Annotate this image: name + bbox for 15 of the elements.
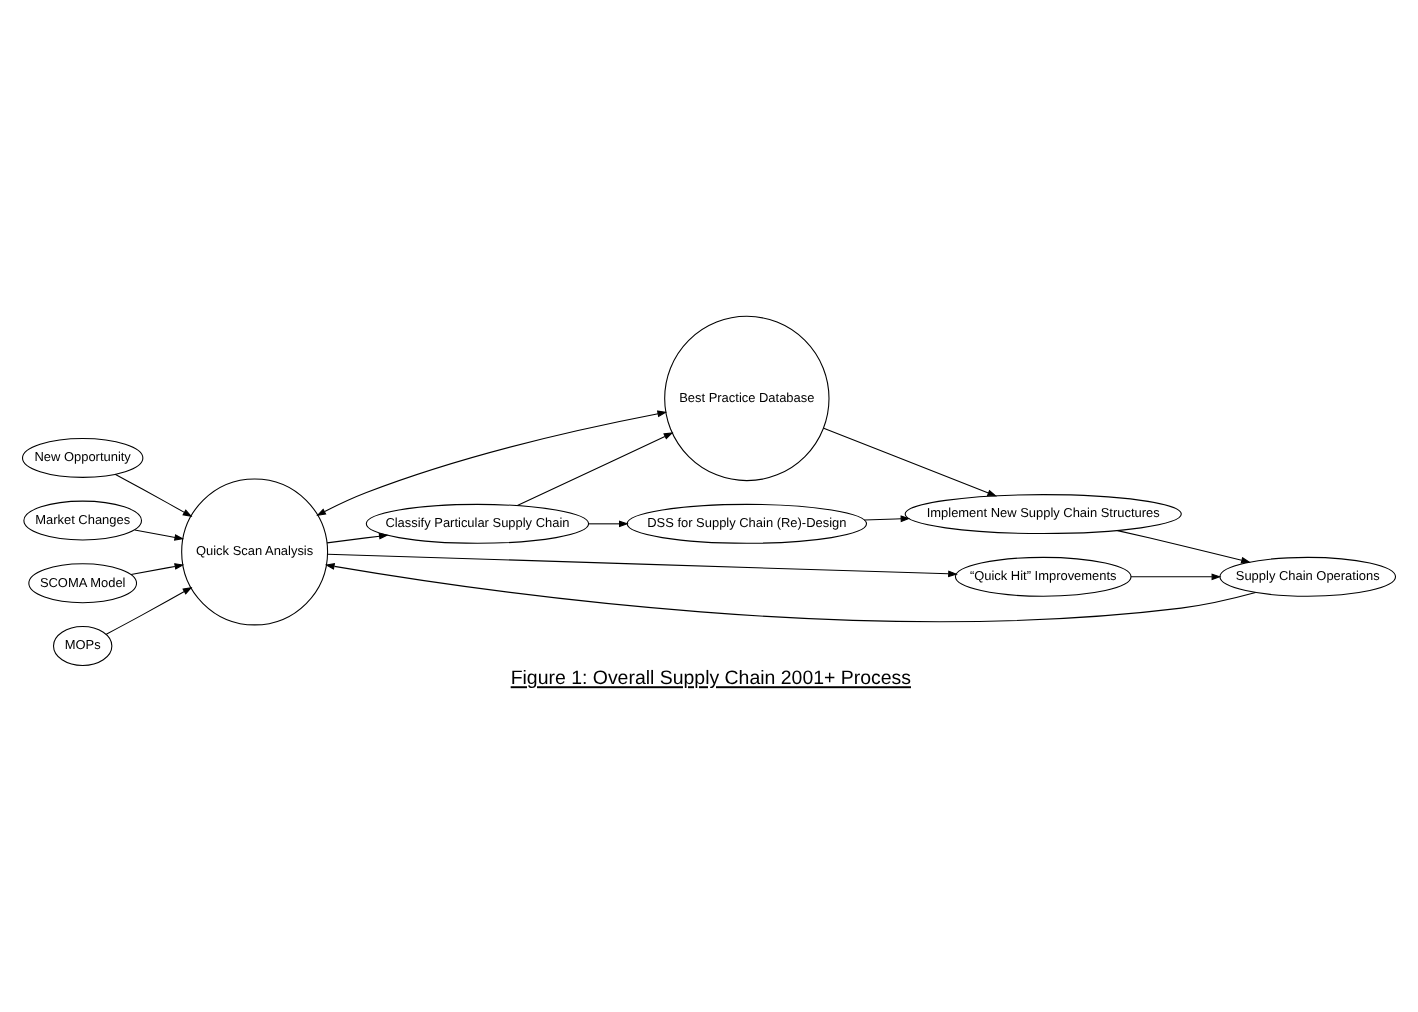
arrow [588, 520, 629, 528]
arrow [105, 586, 193, 635]
arrow [863, 515, 911, 523]
caption: Figure 1: Overall Supply Chain 2001+ Process [510, 668, 911, 691]
arrow [1130, 573, 1222, 581]
arrow [823, 427, 998, 497]
arrow [130, 563, 185, 576]
arrow [324, 563, 1257, 623]
arrow [114, 473, 193, 517]
arrow [326, 532, 389, 544]
arrow [316, 410, 668, 516]
arrow [1117, 530, 1251, 564]
arrow [327, 553, 958, 578]
arrow [134, 529, 185, 541]
arrow [516, 432, 674, 507]
